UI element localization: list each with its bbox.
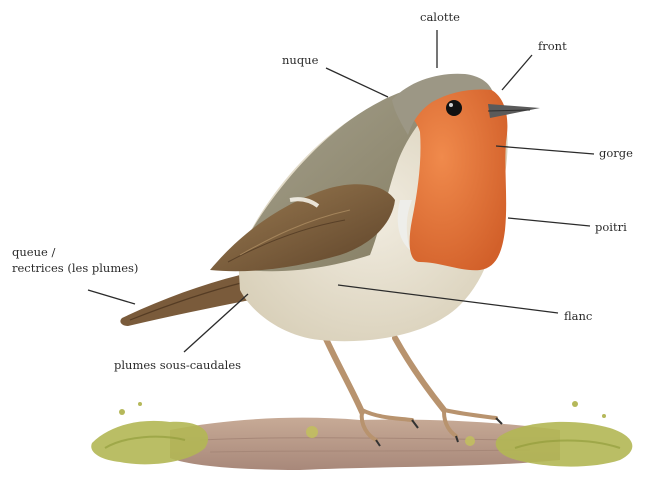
label-plumes-sous-caudales: plumes sous-caudales xyxy=(114,358,241,372)
label-flanc: flanc xyxy=(564,309,592,323)
label-nuque: nuque xyxy=(282,53,318,67)
leader-queue xyxy=(88,290,135,304)
leader-front xyxy=(502,55,532,90)
label-gorge: gorge xyxy=(599,146,633,160)
leader-gorge xyxy=(496,146,594,154)
label-queue-line1: queue / xyxy=(12,245,55,259)
label-poitri: poitri xyxy=(595,220,627,234)
leader-poitri xyxy=(508,218,590,226)
label-queue-line2: rectrices (les plumes) xyxy=(12,261,138,275)
label-calotte: calotte xyxy=(420,10,460,24)
tail xyxy=(120,275,250,326)
label-front: front xyxy=(538,39,567,53)
leader-nuque xyxy=(326,68,388,97)
